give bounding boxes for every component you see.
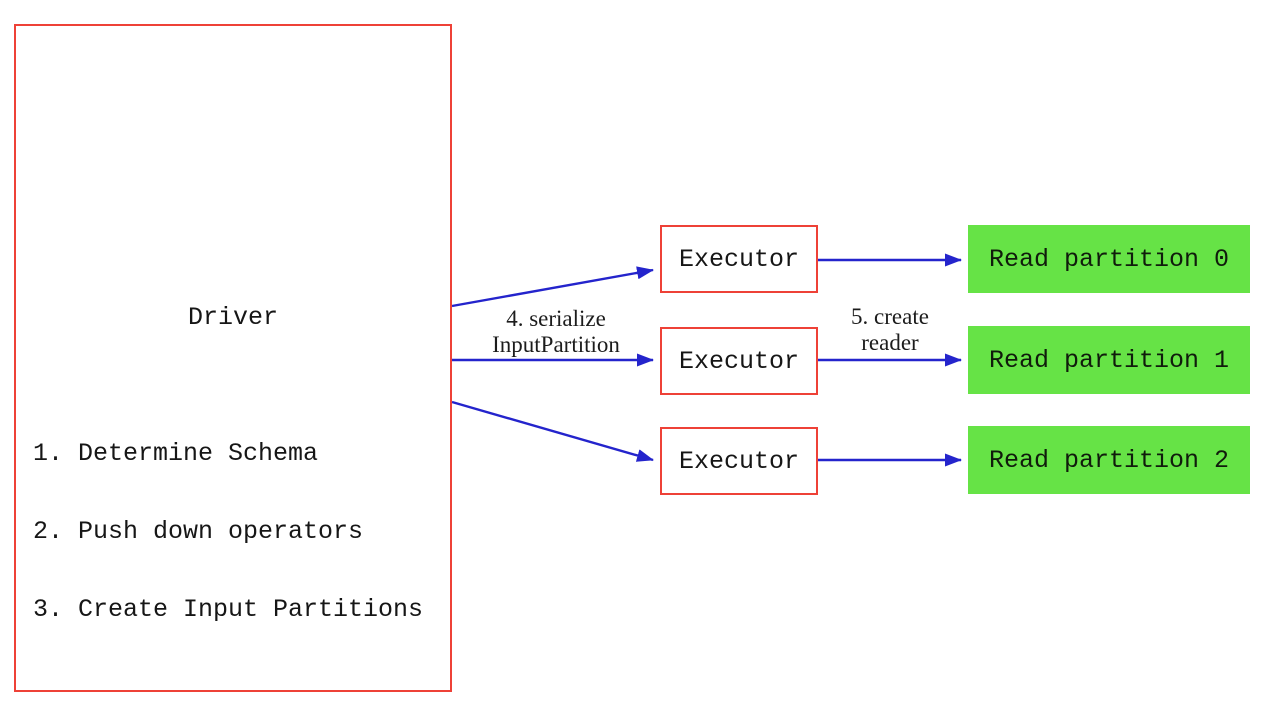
executor-box-1: Executor	[660, 225, 818, 293]
executor-label-3: Executor	[678, 446, 800, 476]
edge-label-serialize: 4. serialize InputPartition	[446, 306, 666, 358]
executor-box-2: Executor	[660, 327, 818, 395]
edge-label-create-reader-line1: 5. create	[851, 304, 929, 329]
arrow-driver-to-executor-1	[451, 266, 654, 308]
arrow-driver-to-executor-3	[451, 400, 654, 462]
partition-label-0: Read partition 0	[988, 244, 1230, 274]
edge-label-serialize-line1: 4. serialize	[506, 306, 606, 331]
driver-step-1: 1. Determine Schema	[33, 439, 319, 468]
edge-label-serialize-line2: InputPartition	[492, 332, 620, 357]
driver-steps: 1. Determine Schema 2. Push down operato…	[33, 389, 423, 675]
executor-label-1: Executor	[678, 244, 800, 274]
driver-box: Driver 1. Determine Schema 2. Push down …	[14, 24, 452, 692]
partition-label-1: Read partition 1	[988, 345, 1230, 375]
edge-label-create-reader-line2: reader	[861, 330, 919, 355]
partition-box-1: Read partition 1	[968, 326, 1250, 394]
partition-box-0: Read partition 0	[968, 225, 1250, 293]
driver-step-3: 3. Create Input Partitions	[33, 595, 424, 624]
executor-box-3: Executor	[660, 427, 818, 495]
partition-box-2: Read partition 2	[968, 426, 1250, 494]
driver-step-2: 2. Push down operators	[33, 517, 364, 546]
executor-label-2: Executor	[678, 346, 800, 376]
driver-title: Driver	[187, 303, 278, 332]
partition-label-2: Read partition 2	[988, 445, 1230, 475]
edge-label-create-reader: 5. create reader	[800, 304, 980, 356]
